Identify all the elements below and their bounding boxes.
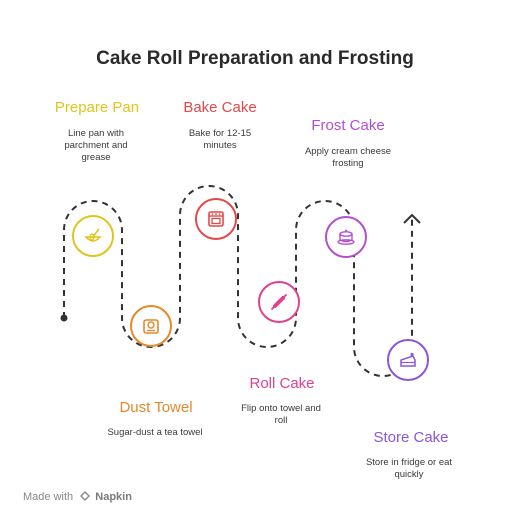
step-desc-dust-towel: Sugar-dust a tea towel — [107, 427, 203, 438]
path-arrowhead — [403, 213, 421, 224]
step-icon-frost-cake — [325, 216, 367, 258]
step-title-store-cake: Store Cake — [373, 429, 449, 446]
step-desc-frost-cake: Apply cream cheese frosting — [304, 146, 392, 169]
step-icon-store-cake — [387, 339, 429, 381]
footer-brand: Napkin — [95, 491, 132, 503]
napkin-logo-icon — [80, 491, 91, 501]
step-title-frost-cake: Frost Cake — [311, 117, 385, 134]
step-title-prepare-pan: Prepare Pan — [54, 99, 140, 116]
diagram-title: Cake Roll Preparation and Frosting — [96, 48, 414, 69]
step-title-roll-cake: Roll Cake — [249, 375, 315, 392]
step-title-dust-towel: Dust Towel — [119, 399, 193, 416]
step-desc-prepare-pan: Line pan with parchment and grease — [64, 128, 128, 163]
oven-icon — [208, 211, 224, 227]
step-icon-bake-cake — [195, 198, 237, 240]
frosted-cake-icon — [337, 229, 355, 245]
footer-made-with: Made with — [23, 491, 74, 503]
step-icon-dust-towel — [130, 305, 172, 347]
step-desc-store-cake: Store in fridge or eat quickly — [365, 457, 453, 480]
step-icon-roll-cake — [258, 281, 300, 323]
step-desc-roll-cake: Flip onto towel and roll — [241, 403, 321, 426]
step-desc-bake-cake: Bake for 12-15 minutes — [188, 128, 252, 151]
footer: Made with Napkin — [23, 491, 132, 503]
whisk-bowl-icon — [84, 228, 102, 242]
step-title-bake-cake: Bake Cake — [183, 99, 257, 116]
step-icon-prepare-pan — [72, 215, 114, 257]
scale-icon — [143, 319, 159, 334]
path-start-dot — [60, 314, 68, 322]
rolling-pin-icon — [271, 294, 287, 310]
cake-slice-icon — [400, 352, 416, 367]
